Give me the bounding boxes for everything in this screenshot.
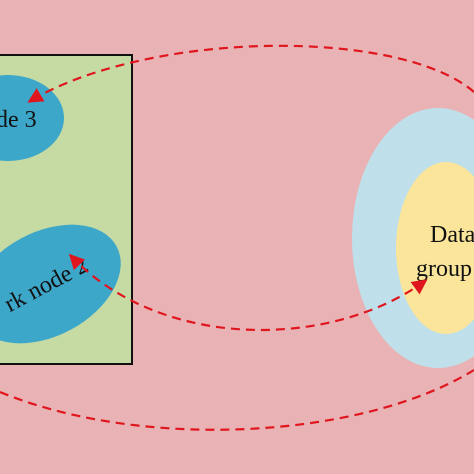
data-group-label-line2: group [416,256,472,282]
data-group-label-line1: Data [430,222,474,248]
work-node-3-label: de 3 [0,107,37,133]
arrow-lower-loop [0,369,474,431]
arrow-to-work-node-3 [27,44,474,103]
arrow-between-data-group-and-work-node-2 [68,253,428,332]
work-node-3 [0,75,64,161]
